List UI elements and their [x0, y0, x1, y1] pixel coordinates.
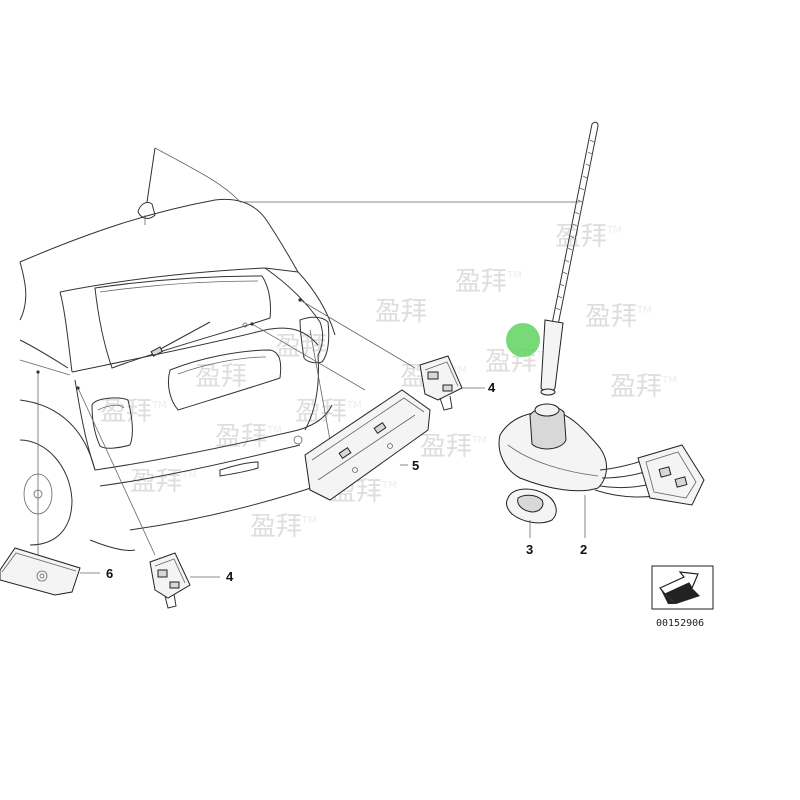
leader-lines	[36, 298, 416, 560]
watermark-text: 盈拜	[295, 397, 347, 427]
svg-text:盈拜TM: 盈拜TM	[215, 422, 282, 452]
watermarks: 盈拜TM 盈拜 盈拜TM 盈拜TM 盈拜TM 盈拜TM 盈拜 盈拜 盈拜TM 盈…	[100, 222, 677, 542]
svg-text:盈拜TM: 盈拜TM	[130, 467, 197, 497]
antenna-module	[304, 389, 431, 501]
arrow-up-right-icon	[651, 565, 714, 610]
receiver-box	[0, 547, 100, 596]
svg-text:盈拜TM: 盈拜TM	[250, 512, 317, 542]
callout-2: 2	[580, 542, 587, 557]
svg-text:盈拜TM: 盈拜TM	[295, 397, 362, 427]
watermark-text: 盈拜	[215, 422, 267, 452]
svg-text:盈拜TM: 盈拜TM	[610, 372, 677, 402]
watermark-text: 盈拜	[555, 222, 607, 252]
callout-5: 5	[412, 458, 419, 473]
gasket	[505, 488, 557, 538]
antenna-base	[498, 403, 705, 538]
watermark-text: 盈拜	[250, 512, 302, 542]
antenna-amplifier-upper	[419, 355, 485, 411]
rod-antenna	[506, 121, 599, 396]
watermark-text: 盈拜	[585, 302, 637, 332]
watermark-text: 盈拜	[610, 372, 662, 402]
svg-text:盈拜TM: 盈拜TM	[455, 267, 522, 297]
watermark-text: 盈拜	[455, 267, 507, 297]
callout-labels: 2 3 4 4 5 6	[106, 380, 587, 584]
svg-text:盈拜: 盈拜	[375, 297, 427, 327]
antenna-amplifier-lower	[149, 552, 220, 609]
callout-4-upper: 4	[488, 380, 496, 395]
callout-4-lower: 4	[226, 569, 234, 584]
green-marker	[506, 323, 540, 357]
svg-text:盈拜TM: 盈拜TM	[585, 302, 652, 332]
callout-3: 3	[526, 542, 533, 557]
svg-text:盈拜TM: 盈拜TM	[555, 222, 622, 252]
diagram-code: 00152906	[656, 618, 704, 629]
svg-text:盈拜TM: 盈拜TM	[420, 432, 487, 462]
svg-text:盈拜TM: 盈拜TM	[100, 397, 167, 427]
watermark-text: 盈拜	[375, 297, 427, 327]
car-illustration	[19, 147, 580, 551]
watermark-text: 盈拜	[195, 362, 247, 392]
svg-text:盈拜: 盈拜	[195, 362, 247, 392]
callout-6: 6	[106, 566, 113, 581]
watermark-text: 盈拜	[100, 397, 152, 427]
watermark-text: 盈拜	[130, 467, 182, 497]
watermark-text: 盈拜	[420, 432, 472, 462]
